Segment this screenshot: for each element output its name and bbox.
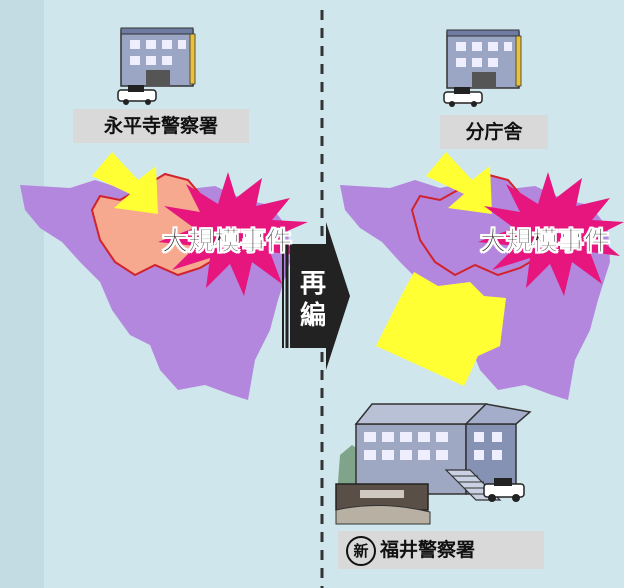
label-old-station: 永平寺警察署 <box>73 109 249 143</box>
police-car-icon <box>117 85 157 105</box>
incident-label-left: 大規模事件 <box>162 227 293 258</box>
reorganize-arrow-label: 再 編 <box>293 268 333 332</box>
left-margin-strip <box>0 0 44 588</box>
new-police-station-building-icon <box>335 403 532 525</box>
yellow-arrow-right-top <box>426 152 492 214</box>
police-car-icon <box>483 478 525 502</box>
yellow-arrow-right-wedge <box>376 272 506 386</box>
police-car-icon <box>443 87 483 107</box>
arrow-char-2: 編 <box>299 301 326 331</box>
arrow-right-icon <box>282 222 350 370</box>
starburst-icon <box>478 172 624 296</box>
yellow-arrow-left <box>92 152 158 214</box>
arrow-char-1: 再 <box>299 269 326 299</box>
incident-label-right: 大規模事件 <box>480 227 611 258</box>
label-new-station: 福井警察署 <box>380 539 476 561</box>
label-branch-office: 分庁舎 <box>440 115 548 149</box>
police-station-building-icon <box>446 29 522 89</box>
new-mark-icon: 新 <box>346 536 376 566</box>
police-station-building-icon <box>120 27 196 87</box>
starburst-icon <box>158 172 308 296</box>
